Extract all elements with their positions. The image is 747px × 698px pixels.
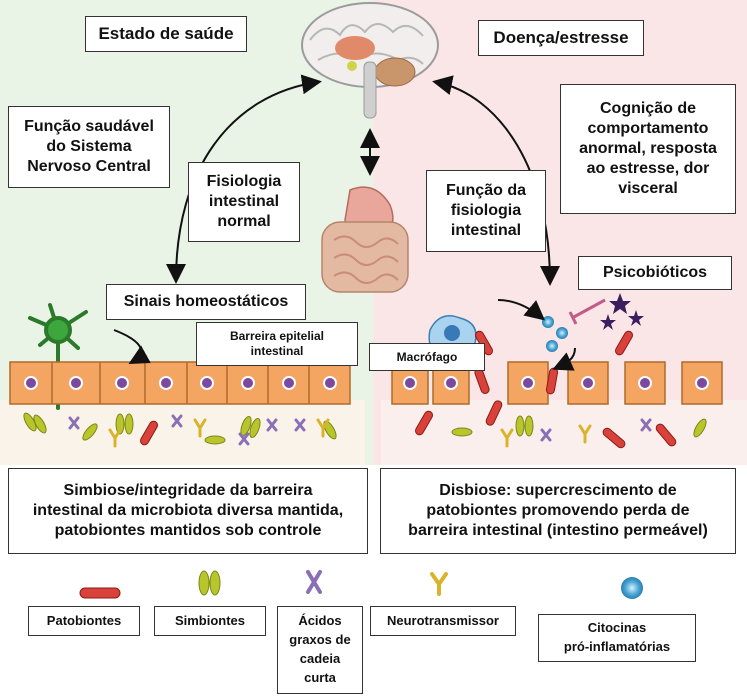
arrow-cns-homeostasis xyxy=(166,74,322,284)
pathobiont-icon xyxy=(79,587,121,599)
arrow-cytokines-to-epithelium xyxy=(552,347,576,371)
legend-label-symbionts: Simbiontes xyxy=(154,606,266,636)
epithelial-barrier-label: Barreira epitelial intestinal xyxy=(196,322,358,366)
gut-physiology-function-label: Função da fisiologia intestinal xyxy=(426,170,546,252)
pathobiont-cells xyxy=(140,330,677,449)
disease-stress-label: Doença/estresse xyxy=(478,20,644,56)
cytokine-icon xyxy=(621,577,643,599)
arrow-macrophage-to-cytokines xyxy=(497,299,546,321)
scfa-icon xyxy=(306,570,322,594)
legend-label-neurotransmitter: Neurotransmissor xyxy=(370,606,516,636)
abnormal-cognition-label: Cognição de comportamento anormal, respo… xyxy=(560,84,736,214)
flow-arrows xyxy=(113,74,576,371)
scfa-molecules xyxy=(68,414,652,446)
disease-lumen xyxy=(381,400,747,465)
legend-label-scfa: Ácidos graxos de cadeia curta xyxy=(277,606,363,694)
healthy-epithelium xyxy=(9,361,351,405)
dysbiosis-caption: Disbiose: supercrescimento de patobionte… xyxy=(380,468,736,554)
symbiosis-caption: Simbiose/integridade da barreira intesti… xyxy=(8,468,368,554)
arrow-disease-loop xyxy=(432,75,560,286)
disease-epithelium xyxy=(391,361,723,405)
legend-label-cytokines: Citocinas pró-inflamatórias xyxy=(538,614,696,662)
neurotransmitter-icon xyxy=(430,572,448,596)
normal-physiology-label: Fisiologia intestinal normal xyxy=(188,162,300,242)
healthy-lumen xyxy=(0,400,365,465)
neuron-icon xyxy=(28,303,88,410)
homeostatic-signals-label: Sinais homeostáticos xyxy=(106,284,306,320)
brain-icon xyxy=(301,2,439,119)
neurotransmitter-molecules xyxy=(108,418,592,448)
symbiont-icon xyxy=(198,570,221,596)
psychobiotic-icons xyxy=(568,293,644,330)
macrophage-label: Macrófago xyxy=(369,343,485,371)
arrow-homeostatic-to-epithelium xyxy=(113,329,151,364)
symbiont-cells xyxy=(23,412,707,445)
health-state-label: Estado de saúde xyxy=(85,16,247,52)
intestine-icon xyxy=(321,186,409,293)
legend-icons xyxy=(79,570,643,599)
legend-label-pathobionts: Patobiontes xyxy=(28,606,140,636)
psychobiotics-label: Psicobióticos xyxy=(578,256,732,290)
healthy-cns-label: Função saudável do Sistema Nervoso Centr… xyxy=(8,106,170,188)
